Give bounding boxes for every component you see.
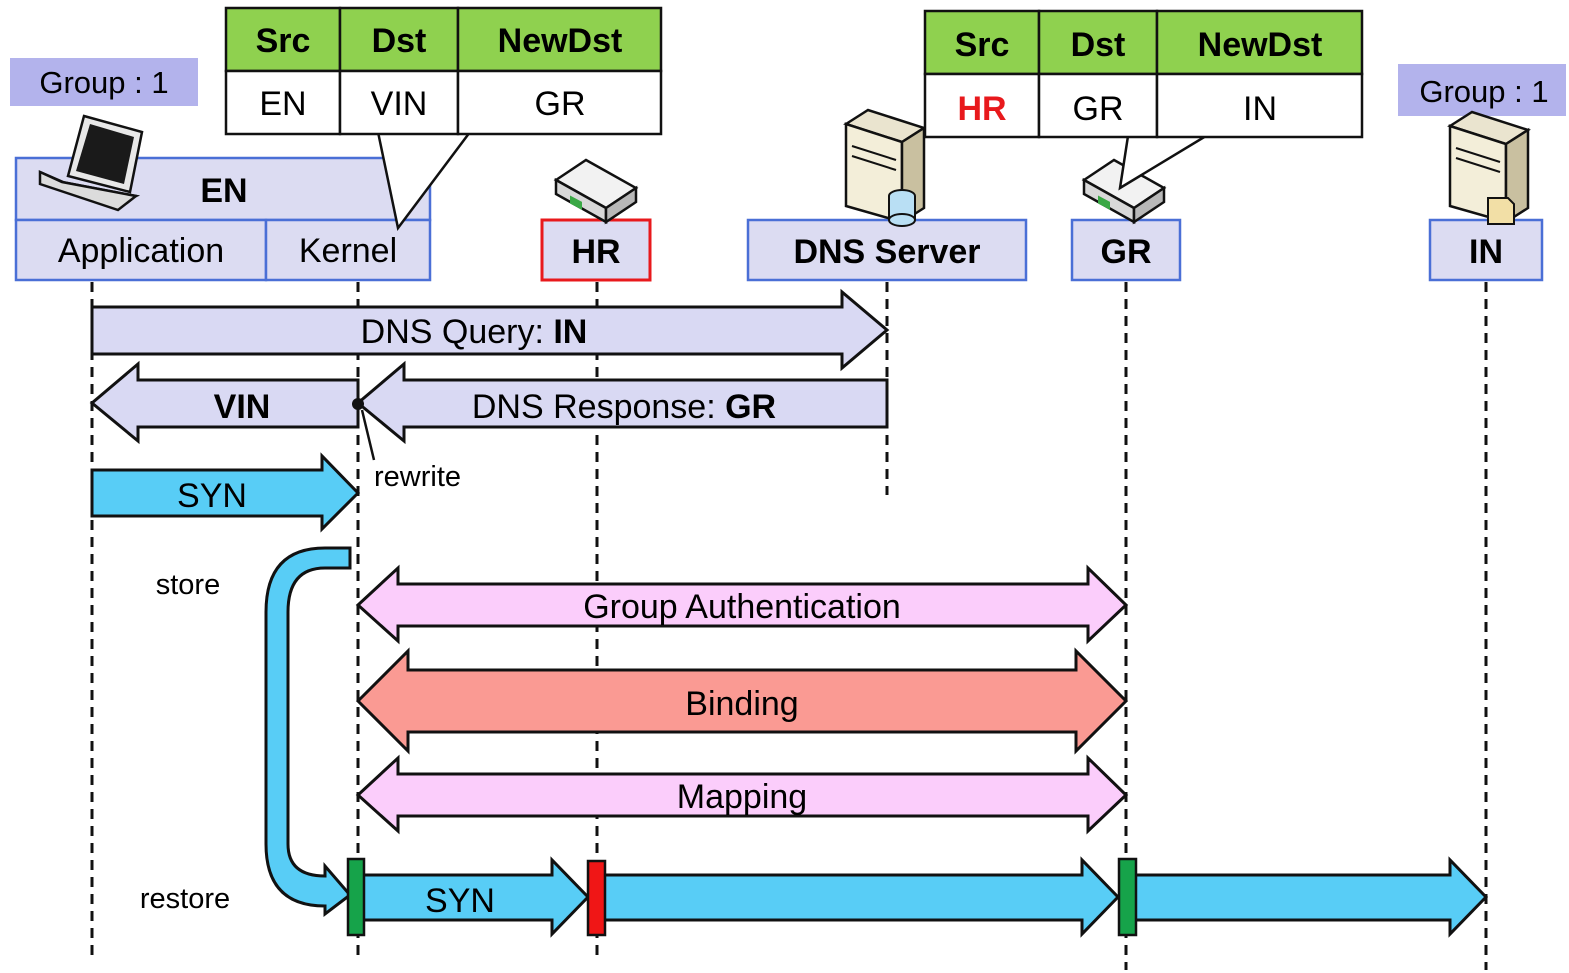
syn-arrow-gr-to-in bbox=[1124, 856, 1489, 938]
table-cell bbox=[923, 72, 1041, 139]
table-cell-src-highlight: HR bbox=[957, 90, 1006, 128]
laptop-icon bbox=[38, 114, 144, 212]
gr-translation-marker bbox=[1117, 857, 1138, 937]
mapping-label: Mapping bbox=[677, 778, 807, 816]
router-icon bbox=[553, 158, 639, 225]
en-node-label: EN bbox=[200, 172, 247, 210]
table-header-cell bbox=[1155, 9, 1364, 76]
group-authentication-arrow bbox=[355, 564, 1129, 645]
application-label: Application bbox=[58, 232, 224, 270]
kernel-box bbox=[264, 218, 432, 282]
table-cell-newdst: IN bbox=[1243, 90, 1277, 128]
in-box bbox=[1428, 218, 1544, 282]
rewrite-leader-line bbox=[360, 409, 376, 461]
rewrite-point bbox=[352, 398, 364, 410]
hr-box bbox=[540, 218, 652, 282]
flow-table-left: Src Dst NewDst EN VIN GR bbox=[224, 6, 663, 231]
table-header-cell bbox=[224, 6, 342, 73]
table-header-dst: Dst bbox=[1071, 26, 1126, 64]
binding-label: Binding bbox=[685, 685, 798, 723]
dns-query-arrow bbox=[90, 288, 890, 372]
table-header-src: Src bbox=[955, 26, 1010, 64]
vin-message: VIN bbox=[214, 388, 271, 426]
callout-pointer bbox=[1118, 134, 1211, 191]
gr-label: GR bbox=[1101, 233, 1152, 271]
syn-arrow-first bbox=[90, 452, 361, 533]
vin-arrow bbox=[89, 360, 360, 445]
group-badge-left bbox=[10, 58, 198, 106]
dns-server-label: DNS Server bbox=[793, 233, 980, 271]
table-cell bbox=[224, 69, 342, 136]
syn-second-label: SYN bbox=[425, 882, 495, 920]
table-cell-src: EN bbox=[259, 85, 306, 123]
table-header-cell bbox=[456, 6, 663, 73]
server-icon bbox=[1447, 110, 1531, 225]
table-header-src: Src bbox=[256, 22, 311, 60]
syn-arrow-hr-to-gr bbox=[595, 856, 1121, 938]
gr-box bbox=[1070, 218, 1182, 282]
binding-arrow bbox=[355, 647, 1129, 755]
flow-table-right: Src Dst NewDst HR GR IN bbox=[923, 9, 1364, 191]
store-restore-arrow bbox=[264, 546, 353, 918]
group-badge-right-label: Group : 1 bbox=[1419, 74, 1548, 109]
syn-first-label: SYN bbox=[177, 477, 247, 515]
table-header-newdst: NewDst bbox=[498, 22, 623, 60]
rewrite-label: rewrite bbox=[374, 461, 461, 493]
dns-response-arrow bbox=[355, 360, 889, 445]
table-header-cell bbox=[923, 9, 1041, 76]
table-cell bbox=[1155, 72, 1364, 139]
server-icon bbox=[843, 108, 927, 227]
table-cell-dst: GR bbox=[1073, 90, 1124, 128]
table-header-dst: Dst bbox=[372, 22, 427, 60]
group-authentication-label: Group Authentication bbox=[583, 588, 901, 626]
in-label: IN bbox=[1469, 233, 1503, 271]
table-header-newdst: NewDst bbox=[1198, 26, 1323, 64]
table-cell-dst: VIN bbox=[371, 85, 428, 123]
store-label: store bbox=[156, 569, 220, 601]
dns-server-box bbox=[746, 218, 1028, 282]
table-cell bbox=[1037, 72, 1159, 139]
table-cell-newdst: GR bbox=[535, 85, 586, 123]
restore-label: restore bbox=[140, 883, 230, 915]
group-badge-left-label: Group : 1 bbox=[39, 65, 168, 100]
mapping-arrow bbox=[355, 754, 1129, 835]
dns-query-message: DNS Query: IN bbox=[361, 313, 588, 351]
hr-translation-marker bbox=[586, 859, 607, 937]
table-header-cell bbox=[338, 6, 460, 73]
kernel-label: Kernel bbox=[299, 232, 397, 270]
kernel-translation-marker bbox=[346, 857, 366, 937]
table-cell bbox=[456, 69, 663, 136]
group-badge-right bbox=[1398, 64, 1566, 116]
syn-arrow-kernel-to-hr bbox=[356, 856, 591, 938]
dns-response-message: DNS Response: GR bbox=[472, 388, 776, 426]
hr-label: HR bbox=[571, 233, 620, 271]
